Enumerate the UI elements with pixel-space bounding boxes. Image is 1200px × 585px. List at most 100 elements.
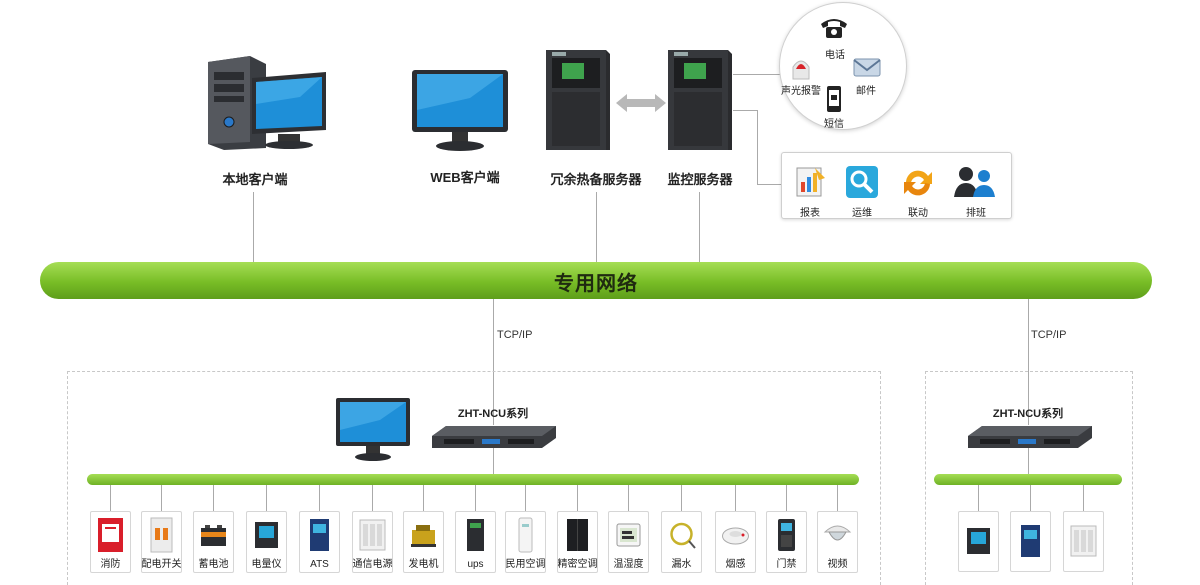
monitor-server-label: 监控服务器 [650,169,750,188]
function-link-h2 [757,184,781,185]
function-link-v [757,110,758,184]
schedule-label: 排班 [964,204,988,219]
telecom-power-icon [358,516,387,554]
linkage-icon[interactable] [900,166,936,200]
alarm-channels-circle: 电话 声光报警 邮件 短信 [779,2,907,130]
fire-panel-icon [96,516,125,554]
precision-ac-icon [563,516,592,554]
monitor-server-link [699,192,700,264]
sync-double-arrow-icon [616,94,666,112]
right-device-ats[interactable] [1010,511,1051,572]
right-ncu-downlink [1028,448,1029,475]
right-device-power-meter[interactable] [958,511,999,572]
phone-label: 电话 [824,46,846,61]
right-ncu-label: ZHT-NCU系列 [976,405,1080,421]
standby-server-label: 冗余热备服务器 [531,169,661,188]
sms-phone-icon[interactable] [826,85,842,113]
home-ac-icon [511,516,540,554]
device-home-ac[interactable]: 民用空调 [505,511,546,573]
ops-label: 运维 [850,204,874,219]
temp-humidity-icon [614,516,643,554]
email-icon[interactable] [853,56,881,78]
dome-camera-icon [823,516,852,554]
sound-light-alarm-label: 声光报警 [780,82,822,97]
monitor-server-icon[interactable] [662,46,737,156]
left-protocol-label: TCP/IP [497,329,532,341]
site-monitor-icon[interactable] [334,396,412,462]
device-fire[interactable]: 消防 [90,511,131,573]
drop-line [1083,485,1084,511]
right-ncu-device-icon[interactable] [966,422,1094,450]
device-generator[interactable]: 发电机 [403,511,444,573]
device-precision-ac[interactable]: 精密空调 [557,511,598,573]
right-protocol-label: TCP/IP [1031,329,1066,341]
water-leak-icon [667,516,696,554]
right-device-bus [934,474,1122,485]
function-panel: 报表 运维 联动 排班 [781,152,1012,219]
right-device-telecom-power[interactable] [1063,511,1104,572]
device-smoke[interactable]: 烟感 [715,511,756,573]
drop-line [161,485,162,511]
drop-line [837,485,838,511]
drop-line [681,485,682,511]
drop-line [110,485,111,511]
device-breaker[interactable]: 配电开关 [141,511,182,573]
phone-icon[interactable] [819,16,849,40]
email-label: 邮件 [854,82,878,97]
generator-icon [409,516,438,554]
dedicated-network-bus: 专用网络 [40,262,1152,299]
schedule-people-icon[interactable] [952,163,998,199]
power-meter-icon [964,522,993,560]
web-client-label: WEB客户端 [415,167,515,186]
device-temp-humidity[interactable]: 温湿度 [608,511,649,573]
left-ncu-label: ZHT-NCU系列 [441,405,545,421]
drop-line [266,485,267,511]
smoke-detector-icon [721,516,750,554]
device-label: 视频 [806,555,869,570]
left-ncu-downlink [493,448,494,475]
drop-line [735,485,736,511]
drop-line [786,485,787,511]
device-access-control[interactable]: 门禁 [766,511,807,573]
drop-line [372,485,373,511]
standby-server-link [596,192,597,264]
sms-label: 短信 [822,115,846,130]
ats-icon [1016,522,1045,560]
drop-line [628,485,629,511]
device-telecom-power[interactable]: 通信电源 [352,511,393,573]
ats-icon [305,516,334,554]
network-title: 专用网络 [40,267,1152,296]
drop-line [213,485,214,511]
web-client-monitor-icon[interactable] [410,68,510,153]
standby-server-icon[interactable] [540,46,615,156]
local-client-label: 本地客户端 [205,169,305,188]
device-ups[interactable]: ups [455,511,496,573]
drop-line [475,485,476,511]
power-meter-icon [252,516,281,554]
ups-icon [461,516,490,554]
drop-line [978,485,979,511]
left-ncu-device-icon[interactable] [430,422,558,450]
access-control-icon [772,516,801,554]
alarm-link-h [733,74,781,75]
device-battery[interactable]: 蓄电池 [193,511,234,573]
local-client-computer-icon[interactable] [200,52,330,152]
battery-icon [199,516,228,554]
local-client-link [253,192,254,264]
drop-line [525,485,526,511]
left-device-bus [87,474,859,485]
drop-line [577,485,578,511]
sound-light-alarm-icon[interactable] [789,55,813,81]
device-ats[interactable]: ATS [299,511,340,573]
drop-line [319,485,320,511]
drop-line [1030,485,1031,511]
telecom-power-icon [1069,522,1098,560]
drop-line [423,485,424,511]
device-video[interactable]: 视频 [817,511,858,573]
device-power-meter[interactable]: 电量仪 [246,511,287,573]
linkage-label: 联动 [906,204,930,219]
ops-icon[interactable] [845,165,879,199]
device-water-leak[interactable]: 漏水 [661,511,702,573]
report-icon[interactable] [793,164,827,198]
breaker-icon [147,516,176,554]
